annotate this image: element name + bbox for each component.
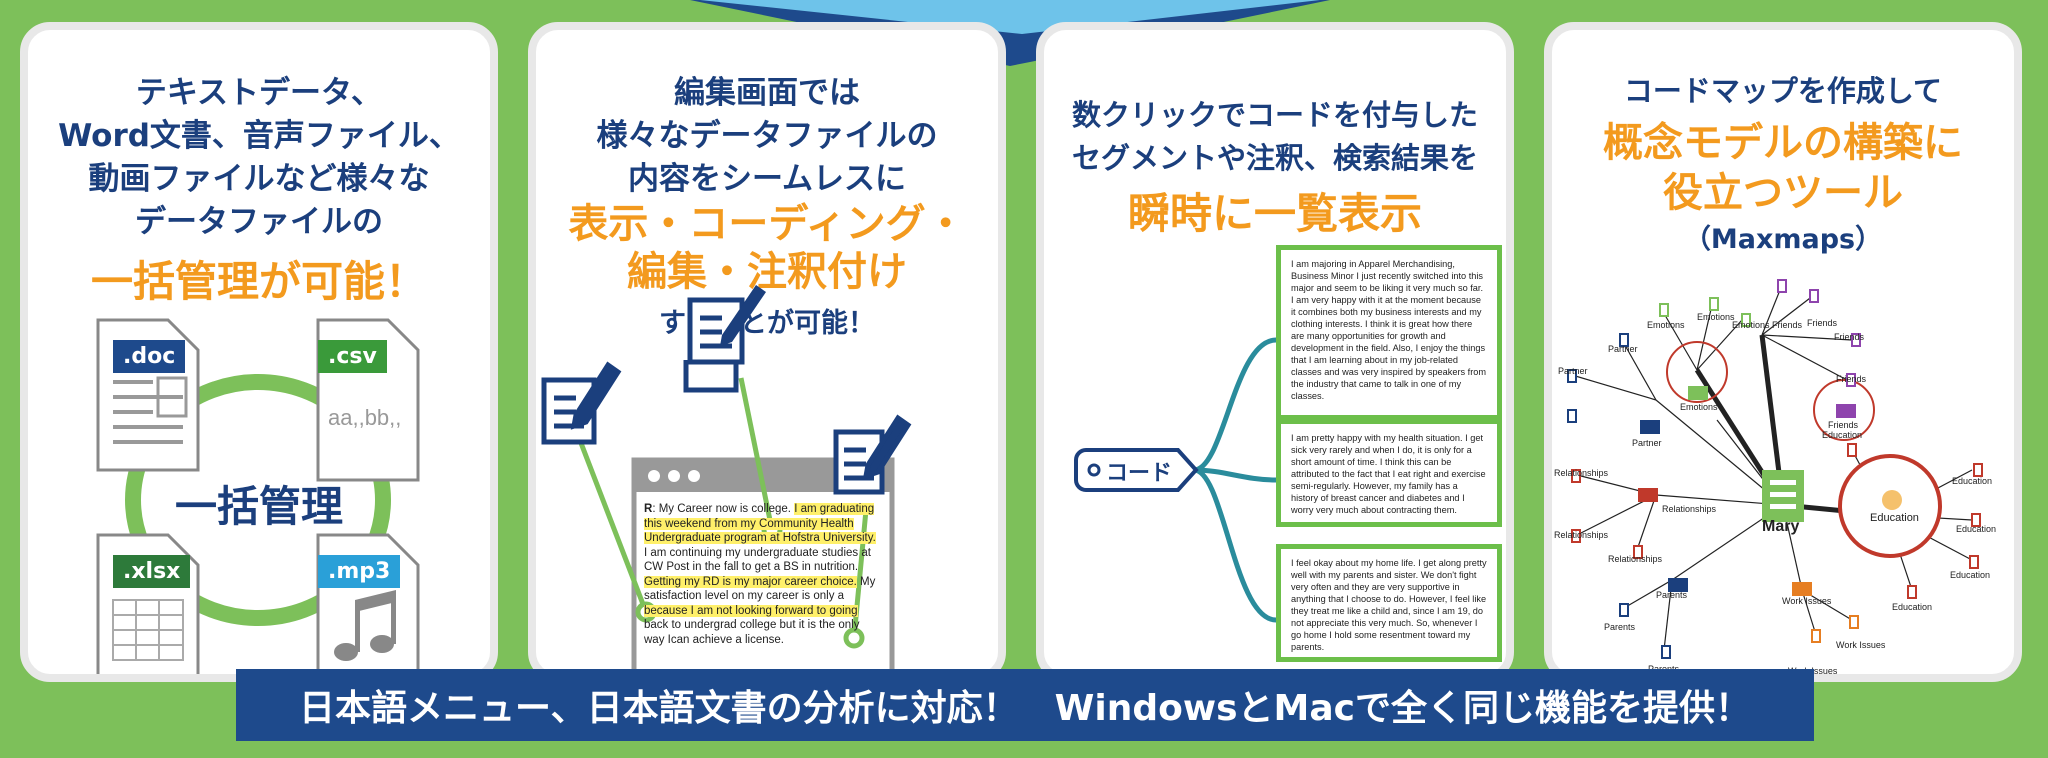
panel1-text: テキストデータ、 Word文書、音声ファイル、 動画ファイルなど様々な データフ…: [28, 72, 490, 244]
panel2-highlight-line: 編集・注釈付け: [627, 249, 907, 295]
leaf-label: Friends: [1772, 320, 1803, 330]
bottom-banner: 日本語メニュー、日本語文書の分析に対応！ WindowsとMacで全く同じ機能を…: [236, 669, 1814, 741]
leaf-label: Education: [1950, 570, 1991, 580]
panel1-line: データファイルの: [135, 204, 383, 240]
xlsx-tag: .xlsx: [113, 555, 191, 588]
leaf-label: Education: [1822, 430, 1863, 440]
panel4-highlight-line: 概念モデルの構築に: [1603, 120, 1963, 166]
panel4-line: コードマップを作成して: [1623, 74, 1943, 108]
leaf-label: Work Issues: [1836, 640, 1886, 650]
hub-label: Emotions: [1680, 402, 1718, 412]
doc-text: back to undergrad college but it is the …: [644, 619, 860, 646]
editor-document-text: R: My Career now is college. I am gradua…: [644, 502, 882, 647]
doc-text: : My Career now is college.: [652, 503, 795, 515]
hub-label: Relationships: [1662, 504, 1717, 514]
panel-editing: 編集画面では 様々なデータファイルの 内容をシームレスに 表示・コーディング・ …: [528, 22, 1006, 682]
hub-label: Work Issues: [1782, 596, 1832, 606]
panel1-line: 動画ファイルなど様々な: [88, 161, 430, 197]
segment-card: I feel okay about my home life. I get al…: [1276, 544, 1502, 662]
leaf-label: Friends: [1836, 374, 1867, 384]
panel3-line: セグメントや注釈、検索結果を: [1071, 141, 1478, 175]
panel4-highlight-line: 役立つツール: [1663, 170, 1903, 216]
panel-file-management: テキストデータ、 Word文書、音声ファイル、 動画ファイルなど様々な データフ…: [20, 22, 498, 682]
mp3-tag: .mp3: [318, 555, 401, 588]
panel2-line: 内容をシームレスに: [627, 161, 907, 197]
panel-maxmaps: コードマップを作成して 概念モデルの構築に 役立つツール （Maxmaps）: [1544, 22, 2022, 682]
panel2-highlight-line: 表示・コーディング・: [568, 201, 966, 247]
hub-label: Parents: [1656, 590, 1688, 600]
leaf-label: Friends: [1807, 318, 1838, 328]
panel-segment-list: 数クリックでコードを付与した セグメントや注釈、検索結果を 瞬時に一覧表示 コー…: [1036, 22, 1514, 682]
panel2-line: 編集画面では: [674, 75, 860, 111]
center-node-label: Mary: [1762, 518, 1800, 535]
doc-text: I am continuing my undergraduate studies…: [644, 546, 871, 574]
leaf-label: Friends: [1834, 332, 1865, 342]
panel2-text: 編集画面では 様々なデータファイルの 内容をシームレスに: [536, 72, 998, 201]
memo-icon: [541, 361, 622, 445]
leaf-label: Partner: [1558, 366, 1588, 376]
leaf-label: Relationships: [1554, 530, 1609, 540]
leaf-label: Emotions: [1732, 320, 1770, 330]
leaf-label: Emotions: [1647, 320, 1685, 330]
code-connector-graphic: [1074, 337, 1277, 623]
leaf-label: Parents: [1604, 622, 1636, 632]
csv-sample: aa,,bb,,: [328, 405, 402, 430]
memo-icon: [683, 360, 739, 393]
top-chevron-banner: [690, 0, 1330, 66]
panel2-line: 様々なデータファイルの: [596, 118, 938, 154]
editor-illustration: [541, 360, 912, 674]
code-label: コード: [1106, 461, 1173, 486]
hub-label: Partner: [1632, 438, 1662, 448]
csv-tag: .csv: [318, 340, 387, 373]
hub-label: Education: [1870, 512, 1919, 524]
hub-label: Friends: [1828, 420, 1859, 430]
panel2-highlight: 表示・コーディング・ 編集・注釈付け: [536, 200, 998, 296]
leaf-label: Emotions: [1697, 312, 1735, 322]
doc-prefix: R: [644, 503, 653, 515]
panel4-highlight: 概念モデルの構築に 役立つツール: [1552, 118, 2014, 218]
segment-card: I am majoring in Apparel Merchandising, …: [1276, 245, 1502, 420]
panel3-highlight: 瞬時に一覧表示: [1127, 189, 1422, 238]
panel1-line: Word文書、音声ファイル、: [58, 118, 460, 154]
bulk-management-label: 一括管理: [174, 482, 343, 531]
panel3-text: 数クリックでコードを付与した セグメントや注釈、検索結果を: [1044, 94, 1506, 180]
panel1-line: テキストデータ、: [135, 75, 383, 111]
doc-text: My satisfaction level on my career is on…: [644, 575, 876, 603]
leaf-label: Education: [1956, 524, 1997, 534]
code-icon: [1688, 386, 1708, 400]
doc-tag: .doc: [113, 340, 186, 373]
leaf-label: Education: [1952, 476, 1993, 486]
panel1-highlight: 一括管理が可能！: [90, 257, 427, 306]
panel4-sub: （Maxmaps）: [1683, 224, 1883, 255]
leaf-label: Education: [1892, 602, 1933, 612]
leaf-label: Partner: [1608, 344, 1638, 354]
leaf-label: Relationships: [1554, 468, 1609, 478]
doc-highlight: because I am not looking forward to goin…: [644, 604, 858, 617]
segment-card: I am pretty happy with my health situati…: [1276, 419, 1502, 527]
memo-icon: [833, 414, 912, 495]
concept-map: [1567, 279, 1983, 659]
memo-icon-top: [687, 285, 766, 365]
panel3-line: 数クリックでコードを付与した: [1071, 98, 1478, 132]
leaf-label: Relationships: [1608, 554, 1663, 564]
doc-highlight: Getting my RD is my major career choice.: [644, 575, 857, 588]
